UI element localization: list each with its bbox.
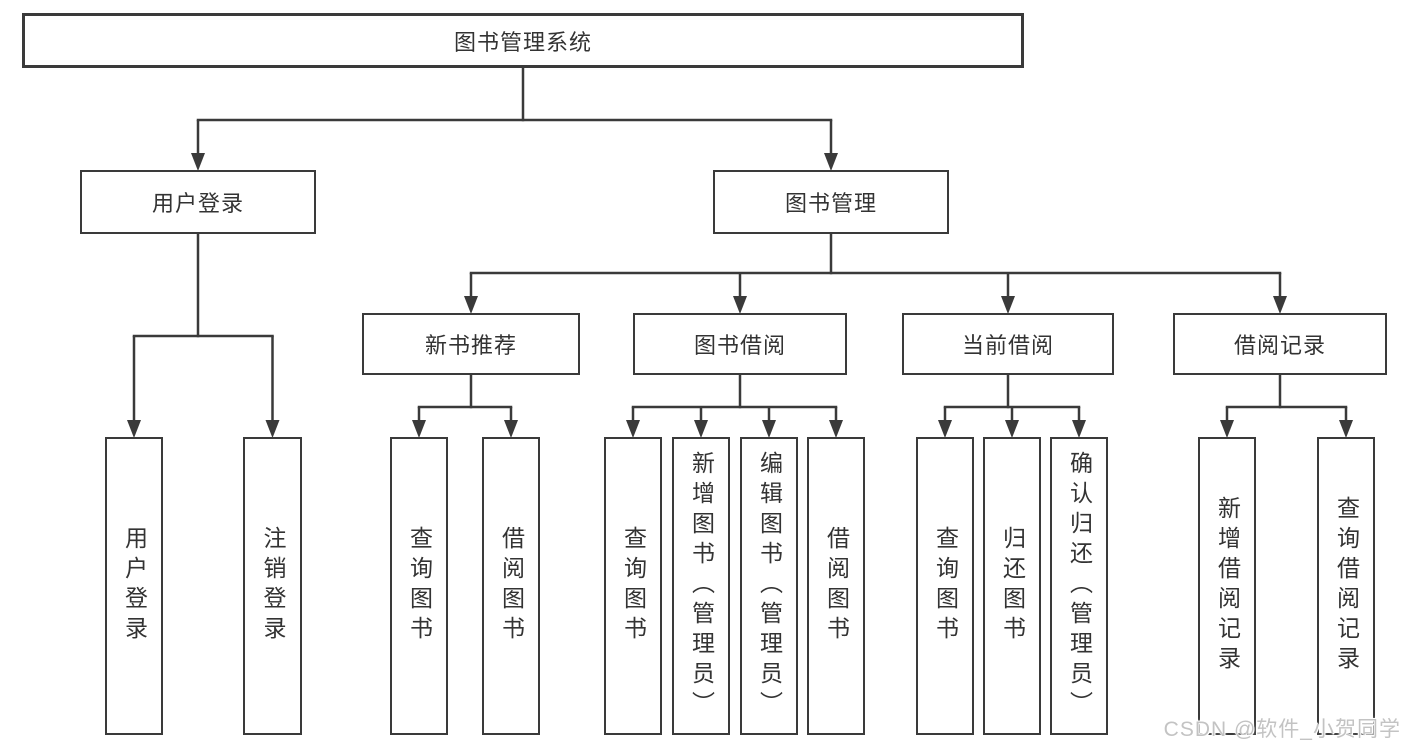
node-label-leaf-user-login: 用户登录 [121, 526, 148, 646]
node-leaf-rec-query: 查询图书 [390, 437, 448, 735]
node-label-leaf-cb-query: 查询图书 [932, 526, 959, 646]
node-book-borrow: 图书借阅 [633, 313, 847, 375]
node-leaf-cb-query: 查询图书 [916, 437, 974, 735]
arrowhead-icon [191, 153, 205, 171]
arrowhead-icon [626, 420, 640, 438]
arrowhead-icon [694, 420, 708, 438]
node-leaf-logout: 注销登录 [243, 437, 302, 735]
arrowhead-icon [504, 420, 518, 438]
node-root: 图书管理系统 [22, 13, 1024, 68]
arrowhead-icon [464, 296, 478, 314]
node-label-leaf-logout: 注销登录 [260, 526, 286, 646]
node-label-leaf-bb-edit: 编辑图书（管理员） [756, 451, 783, 721]
node-label-leaf-br-add: 新增借阅记录 [1214, 496, 1241, 676]
node-label-root: 图书管理系统 [453, 29, 592, 55]
node-leaf-user-login: 用户登录 [105, 437, 163, 735]
arrowhead-icon [1273, 296, 1287, 314]
node-label-new-book-rec: 新书推荐 [424, 333, 517, 358]
node-leaf-cb-confirm: 确认归还（管理员） [1050, 437, 1108, 735]
arrowhead-icon [733, 296, 747, 314]
node-label-book-mgmt: 图书管理 [784, 191, 877, 216]
arrowhead-icon [1005, 420, 1019, 438]
node-label-book-borrow: 图书借阅 [693, 333, 786, 358]
arrowhead-icon [1339, 420, 1353, 438]
node-borrow-records: 借阅记录 [1173, 313, 1387, 375]
node-leaf-br-query: 查询借阅记录 [1317, 437, 1375, 735]
node-label-leaf-rec-borrow: 借阅图书 [498, 526, 525, 646]
node-book-mgmt: 图书管理 [713, 170, 949, 234]
arrowhead-icon [1001, 296, 1015, 314]
arrowhead-icon [1072, 420, 1086, 438]
node-new-book-rec: 新书推荐 [362, 313, 580, 375]
arrowhead-icon [265, 420, 280, 438]
node-leaf-bb-add: 新增图书（管理员） [672, 437, 730, 735]
arrowhead-icon [127, 420, 141, 438]
node-label-borrow-records: 借阅记录 [1233, 333, 1326, 358]
node-label-leaf-rec-query: 查询图书 [406, 526, 433, 646]
arrowhead-icon [824, 153, 838, 171]
watermark-text: CSDN @软件_小贺同学 [1163, 718, 1401, 741]
node-label-leaf-cb-confirm: 确认归还（管理员） [1066, 451, 1093, 721]
node-label-leaf-bb-add: 新增图书（管理员） [688, 451, 715, 721]
arrowhead-icon [412, 420, 426, 438]
node-leaf-rec-borrow: 借阅图书 [482, 437, 540, 735]
node-label-leaf-cb-return: 归还图书 [999, 526, 1026, 646]
node-user-login: 用户登录 [80, 170, 316, 234]
node-label-user-login: 用户登录 [151, 191, 244, 216]
node-leaf-br-add: 新增借阅记录 [1198, 437, 1256, 735]
node-label-leaf-bb-borrow: 借阅图书 [823, 526, 850, 646]
node-current-borrow: 当前借阅 [902, 313, 1114, 375]
node-label-leaf-bb-query: 查询图书 [620, 526, 647, 646]
node-label-current-borrow: 当前借阅 [961, 333, 1054, 358]
arrowhead-icon [762, 420, 776, 438]
arrowhead-icon [938, 420, 952, 438]
node-label-leaf-br-query: 查询借阅记录 [1333, 496, 1360, 676]
arrowhead-icon [1220, 420, 1234, 438]
node-leaf-bb-edit: 编辑图书（管理员） [740, 437, 798, 735]
node-leaf-bb-query: 查询图书 [604, 437, 662, 735]
arrowhead-icon [829, 420, 843, 438]
node-leaf-cb-return: 归还图书 [983, 437, 1041, 735]
node-leaf-bb-borrow: 借阅图书 [807, 437, 865, 735]
